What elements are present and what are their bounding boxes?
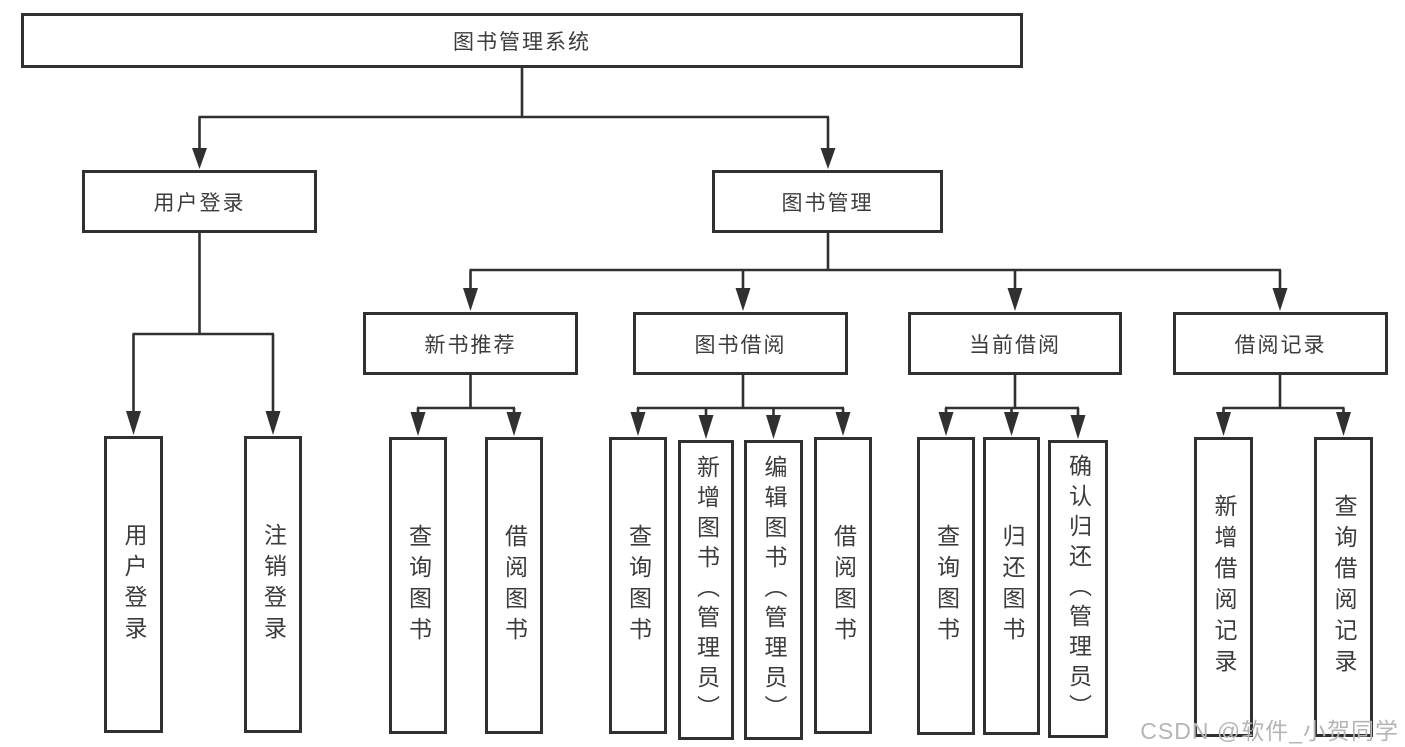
watermark: CSDN @软件_小贺同学 xyxy=(1140,718,1399,744)
node-root: 图书管理系统 xyxy=(21,13,1023,68)
node-new-book-rec: 新书推荐 xyxy=(363,312,578,375)
leaf-cb-confirm-return-label: 确认归还（管理员） xyxy=(1065,454,1092,724)
node-current-borrow: 当前借阅 xyxy=(908,312,1122,375)
node-book-mgmt: 图书管理 xyxy=(712,170,943,233)
node-borrow-records: 借阅记录 xyxy=(1173,312,1388,375)
leaf-bb-add-books: 新增图书（管理员） xyxy=(678,440,734,740)
node-root-label: 图书管理系统 xyxy=(453,30,591,54)
leaf-user-login-label: 用户登录 xyxy=(121,522,147,647)
leaf-nbr-query-books: 查询图书 xyxy=(389,437,447,734)
leaf-bb-query-books-label: 查询图书 xyxy=(625,523,652,648)
leaf-logout-label: 注销登录 xyxy=(260,522,287,647)
leaf-bb-query-books: 查询图书 xyxy=(609,437,667,734)
leaf-nbr-query-books-label: 查询图书 xyxy=(405,523,432,648)
leaf-cb-confirm-return: 确认归还（管理员） xyxy=(1048,440,1108,738)
leaf-user-login: 用户登录 xyxy=(104,436,163,733)
leaf-br-query-record-label: 查询借阅记录 xyxy=(1331,494,1357,680)
leaf-cb-return-books: 归还图书 xyxy=(983,437,1040,735)
leaf-bb-borrow-books: 借阅图书 xyxy=(814,437,872,734)
node-borrow-records-label: 借阅记录 xyxy=(1234,333,1327,357)
node-book-borrow-label: 图书借阅 xyxy=(694,333,787,357)
leaf-nbr-borrow-books: 借阅图书 xyxy=(485,437,543,734)
node-book-mgmt-label: 图书管理 xyxy=(781,191,874,215)
leaf-br-add-record: 新增借阅记录 xyxy=(1194,437,1253,737)
leaf-bb-borrow-books-label: 借阅图书 xyxy=(830,523,857,648)
node-user-login: 用户登录 xyxy=(82,170,317,233)
node-new-book-rec-label: 新书推荐 xyxy=(424,333,517,357)
node-user-login-label: 用户登录 xyxy=(153,191,246,215)
leaf-nbr-borrow-books-label: 借阅图书 xyxy=(501,523,528,648)
leaf-cb-return-books-label: 归还图书 xyxy=(999,524,1025,648)
leaf-logout: 注销登录 xyxy=(244,436,302,733)
leaf-bb-add-books-label: 新增图书（管理员） xyxy=(693,455,720,725)
leaf-bb-edit-books-label: 编辑图书（管理员） xyxy=(761,455,787,725)
leaf-cb-query-books: 查询图书 xyxy=(917,437,975,735)
leaf-bb-edit-books: 编辑图书（管理员） xyxy=(744,440,803,740)
node-current-borrow-label: 当前借阅 xyxy=(969,333,1061,357)
leaf-cb-query-books-label: 查询图书 xyxy=(933,524,960,648)
leaf-br-query-record: 查询借阅记录 xyxy=(1314,437,1373,737)
node-book-borrow: 图书借阅 xyxy=(633,312,848,375)
leaf-br-add-record-label: 新增借阅记录 xyxy=(1211,494,1237,680)
